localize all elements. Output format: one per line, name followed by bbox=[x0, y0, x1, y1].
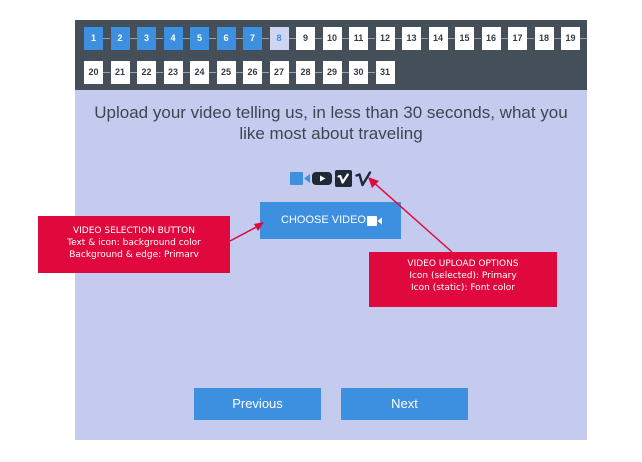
step-15[interactable]: 15 bbox=[455, 27, 474, 50]
step-10[interactable]: 10 bbox=[322, 27, 342, 50]
step-26[interactable]: 26 bbox=[243, 61, 262, 84]
step-17[interactable]: 17 bbox=[508, 27, 527, 50]
step-28[interactable]: 28 bbox=[296, 61, 315, 84]
step-connector bbox=[500, 38, 508, 39]
step-23[interactable]: 23 bbox=[163, 61, 183, 84]
step-30[interactable]: 30 bbox=[349, 61, 368, 84]
step-connector bbox=[262, 38, 269, 39]
step-24[interactable]: 24 bbox=[190, 61, 209, 84]
next-button[interactable]: Next bbox=[341, 388, 468, 420]
step-connector bbox=[447, 38, 455, 39]
selection-arrowhead bbox=[254, 222, 264, 231]
choose-video-button[interactable]: CHOOSE VIDEO bbox=[260, 202, 401, 239]
step-1[interactable]: 1 bbox=[84, 27, 103, 50]
annotation-title: VIDEO SELECTION BUTTON bbox=[72, 226, 195, 236]
step-connector bbox=[262, 72, 269, 73]
step-connector bbox=[368, 72, 375, 73]
youtube-icon[interactable] bbox=[312, 170, 332, 187]
step-29[interactable]: 29 bbox=[322, 61, 342, 84]
step-connector bbox=[129, 38, 137, 39]
step-16[interactable]: 16 bbox=[481, 27, 501, 50]
step-connector bbox=[394, 38, 402, 39]
step-connector bbox=[474, 38, 481, 39]
step-31[interactable]: 31 bbox=[375, 61, 395, 84]
upload-options-annotation: VIDEO UPLOAD OPTIONS Icon (selected): Pr… bbox=[369, 252, 557, 307]
step-14[interactable]: 14 bbox=[428, 27, 448, 50]
question-line-1: Upload your video telling us, in less th… bbox=[94, 103, 568, 122]
step-connector bbox=[553, 38, 561, 39]
step-connector bbox=[209, 72, 216, 73]
previous-button[interactable]: Previous bbox=[194, 388, 321, 420]
step-connector bbox=[235, 38, 243, 39]
step-9[interactable]: 9 bbox=[296, 27, 315, 50]
options-arrowhead bbox=[368, 177, 379, 188]
step-connector bbox=[103, 72, 110, 73]
step-connector bbox=[103, 38, 110, 39]
step-connector bbox=[129, 72, 137, 73]
step-connector bbox=[580, 38, 587, 39]
step-5[interactable]: 5 bbox=[190, 27, 209, 50]
step-connector bbox=[182, 72, 190, 73]
step-27[interactable]: 27 bbox=[269, 61, 289, 84]
step-connector bbox=[156, 72, 163, 73]
choose-video-label: CHOOSE VIDEO bbox=[281, 214, 366, 226]
annotation-line: Background & edge: Primarv bbox=[69, 250, 199, 260]
step-20[interactable]: 20 bbox=[84, 61, 103, 84]
step-connector bbox=[421, 38, 428, 39]
step-connector bbox=[182, 38, 190, 39]
step-connector bbox=[341, 38, 349, 39]
step-21[interactable]: 21 bbox=[110, 61, 130, 84]
annotation-title: VIDEO UPLOAD OPTIONS bbox=[407, 259, 519, 269]
question-text: Upload your video telling us, in less th… bbox=[89, 102, 573, 144]
step-25[interactable]: 25 bbox=[216, 61, 236, 84]
step-connector bbox=[368, 38, 375, 39]
options-arrow-line bbox=[371, 180, 453, 253]
step-connector bbox=[288, 72, 296, 73]
step-connector bbox=[527, 38, 534, 39]
step-3[interactable]: 3 bbox=[137, 27, 156, 50]
video-camera-icon[interactable] bbox=[290, 170, 310, 187]
question-line-2: like most about traveling bbox=[239, 124, 423, 143]
step-4[interactable]: 4 bbox=[163, 27, 183, 50]
step-connector bbox=[235, 72, 243, 73]
step-connector bbox=[288, 38, 296, 39]
vimeo-square-icon[interactable] bbox=[335, 170, 352, 187]
step-connector bbox=[156, 38, 163, 39]
annotation-line: Icon (static): Font color bbox=[411, 283, 515, 293]
step-6[interactable]: 6 bbox=[216, 27, 236, 50]
step-8[interactable]: 8 bbox=[269, 27, 289, 50]
step-connector bbox=[315, 72, 322, 73]
step-11[interactable]: 11 bbox=[349, 27, 368, 50]
step-13[interactable]: 13 bbox=[402, 27, 421, 50]
annotation-line: Icon (selected): Primary bbox=[409, 271, 517, 281]
step-connector bbox=[209, 38, 216, 39]
step-19[interactable]: 19 bbox=[561, 27, 580, 50]
video-camera-icon bbox=[367, 216, 382, 226]
step-7[interactable]: 7 bbox=[243, 27, 262, 50]
step-22[interactable]: 22 bbox=[137, 61, 156, 84]
video-selection-annotation: VIDEO SELECTION BUTTON Text & icon: back… bbox=[38, 216, 230, 273]
step-2[interactable]: 2 bbox=[110, 27, 130, 50]
step-connector bbox=[315, 38, 322, 39]
step-connector bbox=[341, 72, 349, 73]
annotation-line: Text & icon: background color bbox=[67, 238, 201, 248]
step-18[interactable]: 18 bbox=[534, 27, 554, 50]
vimeo-icon[interactable] bbox=[355, 170, 372, 187]
step-12[interactable]: 12 bbox=[375, 27, 395, 50]
video-upload-options bbox=[290, 170, 372, 187]
